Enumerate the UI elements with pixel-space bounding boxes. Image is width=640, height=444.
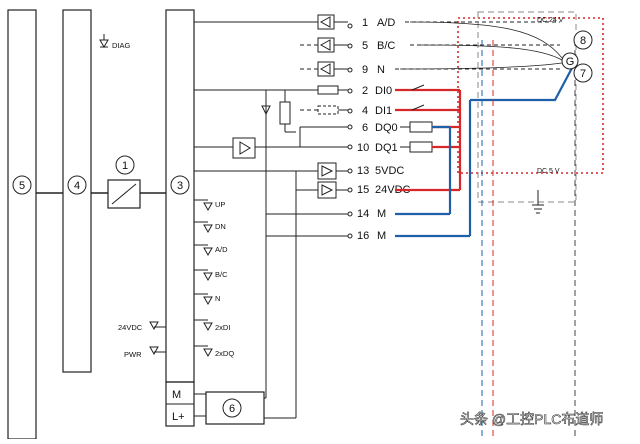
module-7-marker: 7 (573, 63, 593, 83)
led-2xdi: 2xDI (194, 319, 230, 332)
svg-text:3: 3 (177, 180, 183, 192)
svg-text:A/D: A/D (215, 245, 228, 254)
svg-text:2xDI: 2xDI (215, 323, 230, 332)
encoder-5v-label: DC 5 V (537, 168, 560, 175)
svg-text:2xDQ: 2xDQ (215, 349, 234, 358)
di1-resistor (317, 105, 339, 115)
led-bc: B/C (194, 269, 228, 282)
svg-text:N: N (377, 64, 385, 76)
di0-switch (411, 84, 425, 91)
blue-wiring (395, 67, 573, 238)
terminal-10-num: 10 (357, 142, 369, 154)
module-5-marker: 5 (12, 175, 32, 195)
svg-text:4: 4 (74, 180, 80, 192)
supply-24vdc: 15 24VDC (317, 181, 411, 199)
led-pwr: PWR (124, 346, 166, 359)
svg-text:B/C: B/C (215, 270, 228, 279)
svg-text:G: G (566, 56, 575, 68)
module-5-bar (7, 9, 37, 440)
terminal-14-name: M (377, 208, 386, 220)
led-n: N (194, 293, 220, 306)
svg-text:UP: UP (215, 200, 225, 209)
encoder-wire-bc (419, 44, 563, 61)
module-8-marker: 8 (573, 30, 593, 50)
module-3-marker: 3 (170, 175, 190, 195)
encoder-symbol: G (561, 52, 579, 70)
svg-text:5VDC: 5VDC (375, 165, 404, 177)
encoder-5v-frame (477, 11, 577, 203)
diag-led: DIAG (99, 34, 131, 50)
terminal-row-n: 9 N (300, 61, 560, 77)
svg-text:5: 5 (362, 40, 368, 52)
svg-text:9: 9 (362, 64, 368, 76)
terminal-6-num: 6 (362, 122, 368, 134)
svg-text:DN: DN (215, 222, 226, 231)
dq0-load (409, 121, 433, 133)
encoder-wire-ad (409, 21, 563, 59)
svg-text:8: 8 (580, 35, 586, 47)
module-4-bar (62, 9, 92, 373)
ground-icon (532, 190, 544, 214)
power-lplus-label: L+ (172, 411, 185, 423)
svg-text:24VDC: 24VDC (375, 184, 411, 196)
encoder-24v-label: DC 24 V (537, 17, 564, 24)
svg-text:B/C: B/C (377, 40, 395, 52)
watermark: 头条 @工控PLC布道师 (460, 411, 603, 427)
svg-text:PWR: PWR (124, 350, 142, 359)
svg-text:13: 13 (357, 165, 369, 177)
di0-resistor (317, 85, 339, 95)
supply-5vdc: 13 5VDC (317, 162, 404, 180)
encoder-wire-n (399, 62, 563, 70)
svg-text:DIAG: DIAG (112, 41, 131, 50)
output-buffer (194, 127, 301, 159)
led-24vdc: 24VDC (118, 321, 166, 332)
terminal-4-num: 4 (362, 105, 368, 117)
svg-text:1: 1 (362, 17, 368, 29)
pullup-resistor (279, 101, 291, 125)
terminal-row-ad: 1 A/D (194, 14, 560, 30)
terminal-16-name: M (377, 230, 386, 242)
svg-text:7: 7 (580, 68, 586, 80)
terminal-14-num: 14 (357, 208, 369, 220)
terminal-6-name: DQ0 (375, 122, 398, 134)
module-3-bar (165, 9, 195, 383)
power-supply-6: 6 (194, 391, 265, 425)
protection-diode (261, 90, 271, 116)
terminal-16-num: 16 (357, 230, 369, 242)
svg-text:15: 15 (357, 184, 369, 196)
di1-switch (411, 104, 425, 111)
led-up: UP (194, 199, 225, 212)
terminal-4-name: DI1 (375, 105, 392, 117)
svg-text:1: 1 (122, 160, 128, 172)
power-m-label: M (172, 389, 181, 401)
svg-text:5: 5 (19, 180, 25, 192)
terminal-10-name: DQ1 (375, 142, 398, 154)
svg-text:A/D: A/D (377, 17, 395, 29)
isolation-module-1: 1 (107, 155, 141, 209)
svg-text:24VDC: 24VDC (118, 323, 143, 332)
terminal-2-num: 2 (362, 85, 368, 97)
led-dn: DN (194, 221, 226, 234)
svg-text:6: 6 (229, 403, 235, 415)
terminal-2-name: DI0 (375, 85, 392, 97)
svg-text:N: N (215, 294, 220, 303)
dq1-load (409, 141, 433, 153)
led-ad: A/D (194, 244, 228, 257)
led-2xdq: 2xDQ (194, 345, 234, 358)
module-4-marker: 4 (67, 175, 87, 195)
